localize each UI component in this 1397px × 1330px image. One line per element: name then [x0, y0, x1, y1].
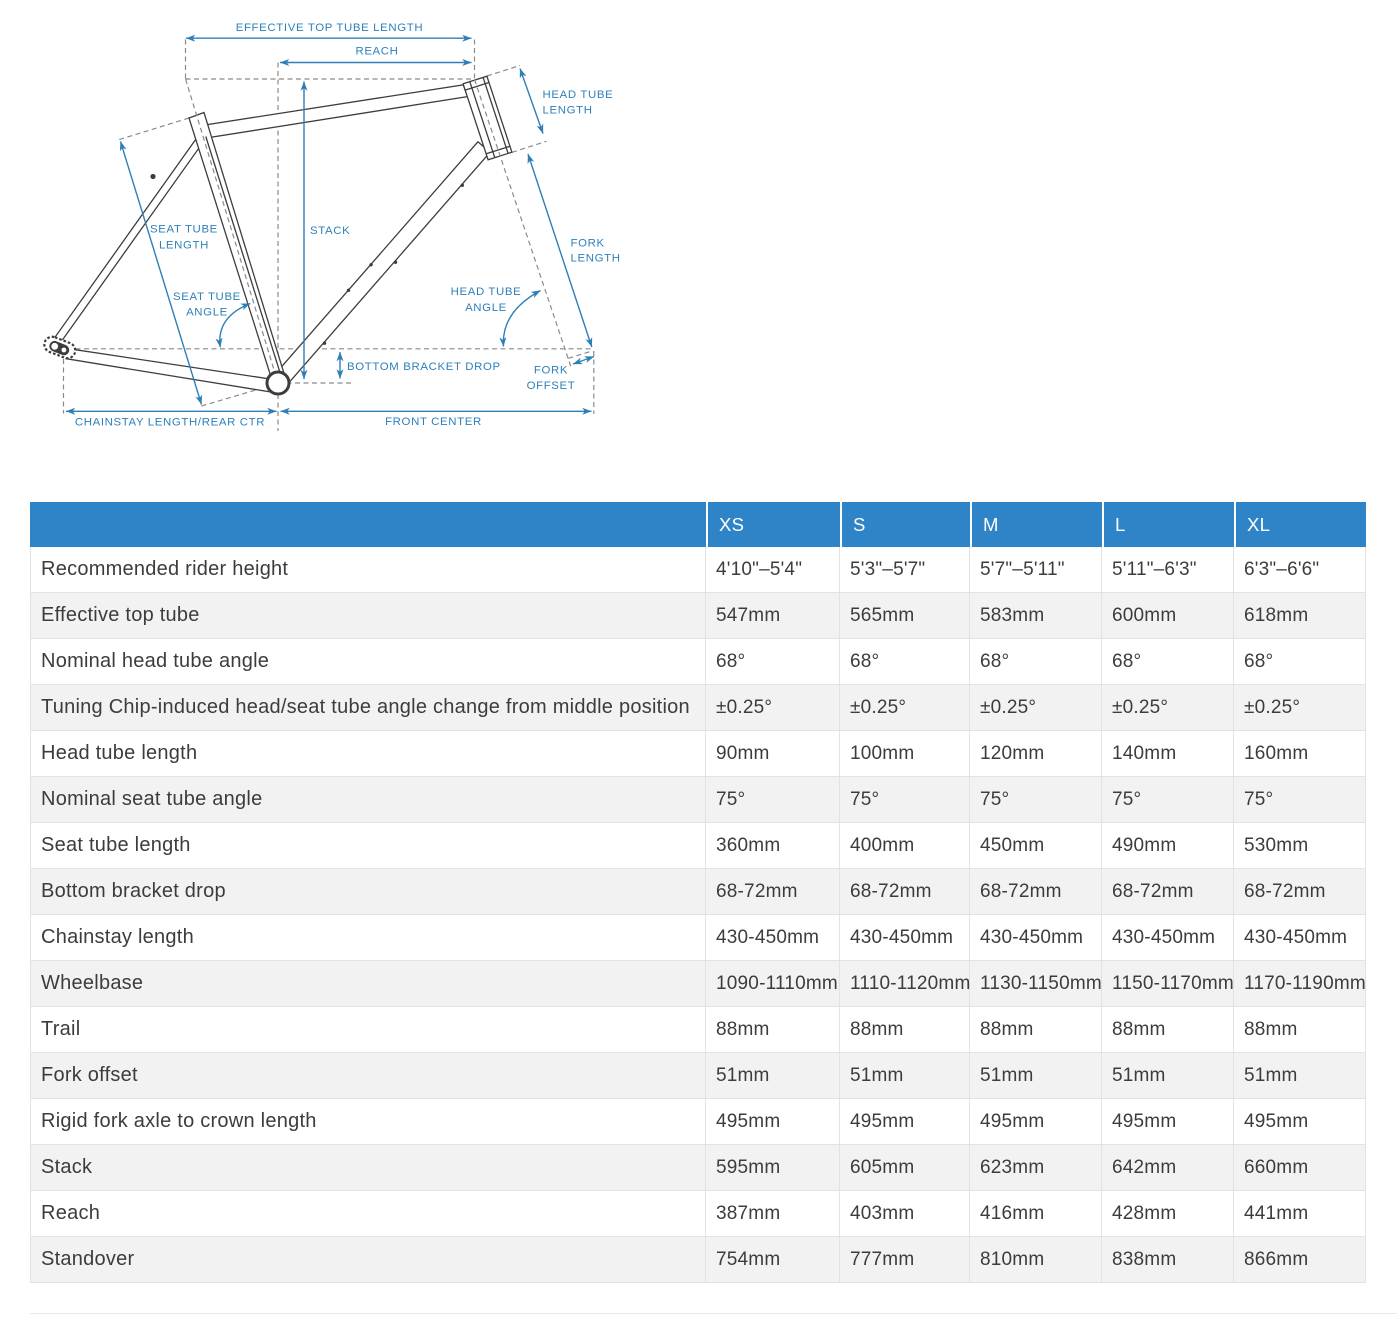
svg-text:BOTTOM BRACKET DROP: BOTTOM BRACKET DROP	[347, 361, 501, 373]
svg-text:ANGLE: ANGLE	[465, 302, 507, 314]
svg-text:HEAD TUBE: HEAD TUBE	[451, 286, 522, 298]
svg-text:FRONT CENTER: FRONT CENTER	[385, 416, 482, 428]
svg-text:LENGTH: LENGTH	[543, 104, 593, 116]
svg-text:LENGTH: LENGTH	[571, 252, 621, 264]
svg-text:ANGLE: ANGLE	[186, 306, 228, 318]
svg-text:FORK: FORK	[534, 364, 568, 376]
svg-text:CHAINSTAY LENGTH/REAR CTR: CHAINSTAY LENGTH/REAR CTR	[75, 417, 265, 429]
svg-text:SEAT TUBE: SEAT TUBE	[150, 223, 218, 235]
svg-text:REACH: REACH	[355, 45, 398, 57]
svg-text:HEAD TUBE: HEAD TUBE	[543, 89, 614, 101]
svg-text:STACK: STACK	[310, 225, 350, 237]
svg-text:FORK: FORK	[571, 237, 605, 249]
svg-text:EFFECTIVE TOP TUBE LENGTH: EFFECTIVE TOP TUBE LENGTH	[236, 22, 424, 34]
svg-text:OFFSET: OFFSET	[527, 380, 576, 392]
svg-text:LENGTH: LENGTH	[159, 239, 209, 251]
svg-text:SEAT TUBE: SEAT TUBE	[173, 291, 241, 303]
